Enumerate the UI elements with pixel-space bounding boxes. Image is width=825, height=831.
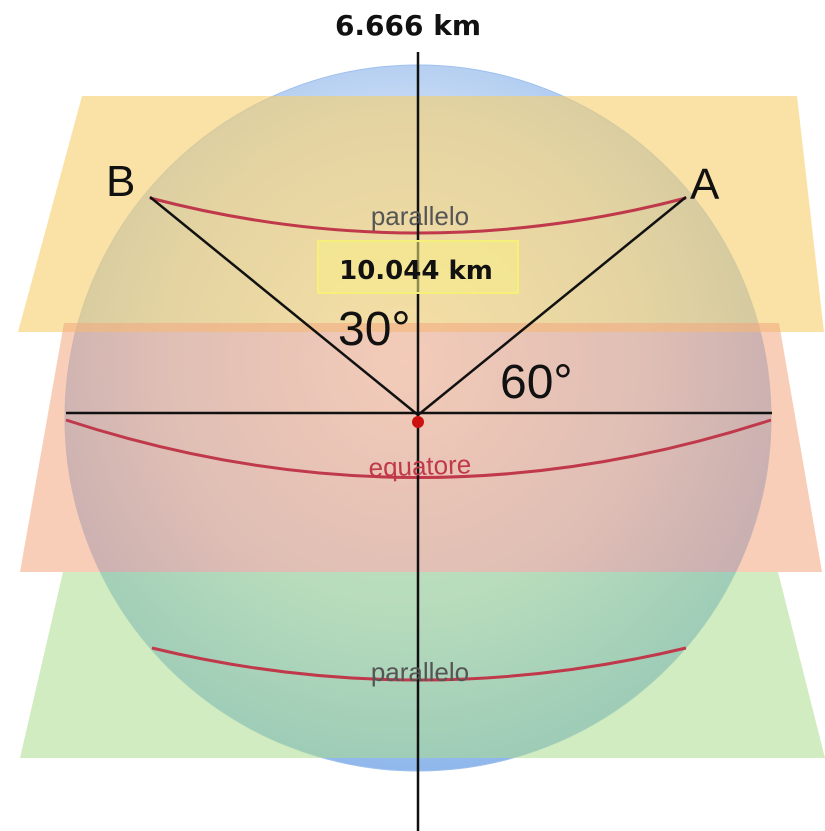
- top-distance-label: 6.666 km: [335, 9, 481, 42]
- plane-bottom: [20, 572, 825, 758]
- plane-middle: [20, 323, 822, 572]
- parallel-top-label: parallelo: [371, 201, 469, 231]
- plane-top: [18, 96, 824, 332]
- center-dot: [412, 416, 424, 428]
- angle-b-label: 30°: [338, 303, 411, 356]
- radius-to-b: [149, 196, 419, 416]
- parallel-bottom-label: parallelo: [371, 657, 469, 687]
- radius-to-a: [417, 196, 687, 416]
- point-b-label: B: [106, 157, 135, 206]
- point-a-label: A: [690, 160, 720, 209]
- equator-label: equatore: [368, 449, 472, 483]
- distance-highlight-box: [317, 240, 519, 294]
- middle-distance-label: 10.044 km: [339, 256, 493, 286]
- angle-a-label: 60°: [500, 356, 573, 409]
